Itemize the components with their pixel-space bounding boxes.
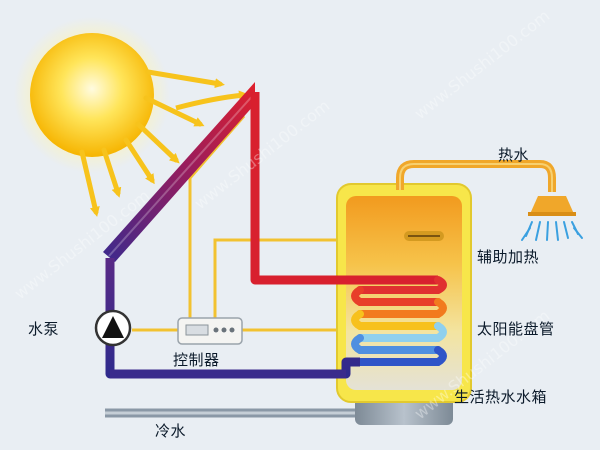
svg-text:www.Shushi100.com: www.Shushi100.com (11, 186, 154, 303)
cold-return-pipe (105, 258, 360, 379)
label-domestic-tank: 生活热水水箱 (454, 388, 548, 406)
hot-supply-pipe (250, 92, 438, 285)
controller-box (177, 317, 243, 345)
sun-icon (14, 17, 170, 173)
label-aux-heating: 辅助加热 (477, 248, 540, 266)
svg-text:www.Shushi100.com: www.Shushi100.com (411, 6, 554, 123)
water-spray (521, 221, 583, 241)
solar-collector (103, 82, 256, 262)
label-cold-water: 冷水 (155, 422, 187, 440)
aux-heater-icon (404, 231, 444, 241)
label-solar-coil: 太阳能盘管 (477, 320, 555, 338)
shower-head-icon (528, 196, 576, 216)
sun-ray-top (175, 90, 249, 111)
label-hot-water: 热水 (498, 146, 530, 164)
water-pump-icon (94, 309, 132, 347)
label-water-pump: 水泵 (28, 320, 60, 338)
heating-coil (351, 276, 447, 366)
label-controller: 控制器 (173, 351, 220, 369)
hot-water-outlet (396, 160, 556, 192)
sun-rays (79, 69, 225, 217)
